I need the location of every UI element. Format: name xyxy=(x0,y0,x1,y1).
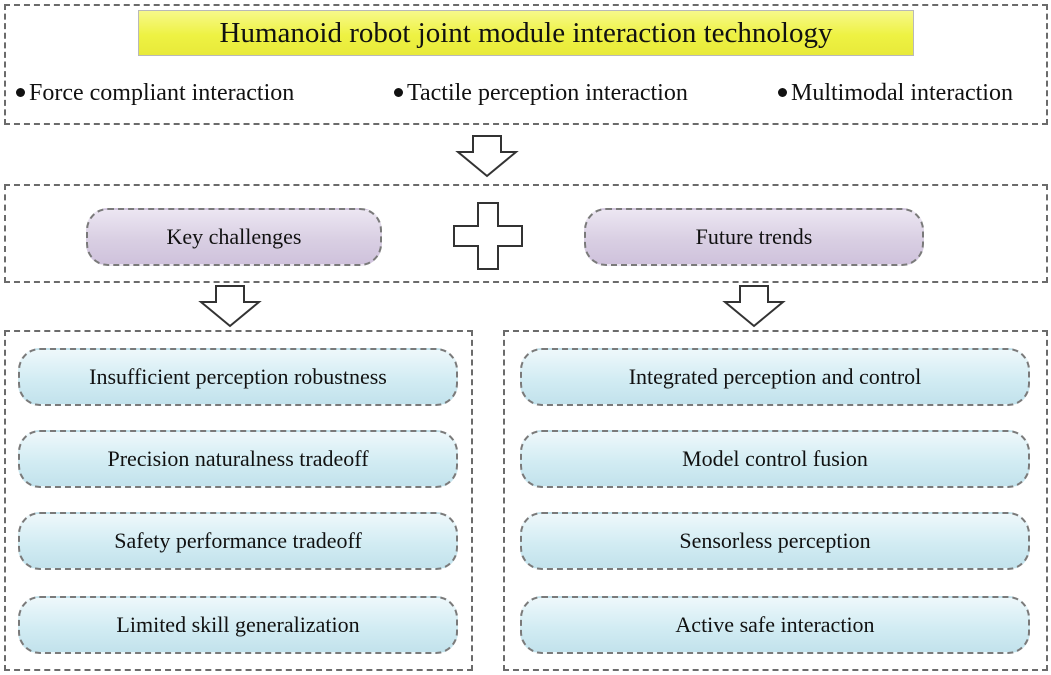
down-arrow-icon xyxy=(198,285,262,328)
key-challenges-header: Key challenges xyxy=(86,208,382,266)
future-trends-header: Future trends xyxy=(584,208,924,266)
interaction-type-label: Multimodal interaction xyxy=(791,80,1013,106)
interaction-type-force: Force compliant interaction xyxy=(16,80,294,107)
trend-item: Model control fusion xyxy=(520,430,1030,488)
challenge-item: Limited skill generalization xyxy=(18,596,458,654)
bullet-icon xyxy=(394,87,403,97)
down-arrow-icon xyxy=(722,285,786,328)
future-trends-frame xyxy=(503,330,1048,671)
bullet-icon xyxy=(778,87,787,97)
middle-section-frame xyxy=(4,184,1048,283)
bullet-icon xyxy=(16,87,25,97)
challenge-item: Precision naturalness tradeoff xyxy=(18,430,458,488)
trend-item: Integrated perception and control xyxy=(520,348,1030,406)
interaction-type-label: Tactile perception interaction xyxy=(407,80,688,106)
trend-item: Active safe interaction xyxy=(520,596,1030,654)
challenge-item: Safety performance tradeoff xyxy=(18,512,458,570)
trend-item: Sensorless perception xyxy=(520,512,1030,570)
top-section-frame xyxy=(4,4,1048,125)
diagram-title: Humanoid robot joint module interaction … xyxy=(138,10,914,56)
plus-icon xyxy=(453,202,523,270)
interaction-type-label: Force compliant interaction xyxy=(29,80,295,106)
down-arrow-icon xyxy=(455,135,519,178)
challenge-item: Insufficient perception robustness xyxy=(18,348,458,406)
interaction-type-multimodal: Multimodal interaction xyxy=(778,80,1013,107)
interaction-type-tactile: Tactile perception interaction xyxy=(394,80,688,107)
key-challenges-frame xyxy=(4,330,473,671)
